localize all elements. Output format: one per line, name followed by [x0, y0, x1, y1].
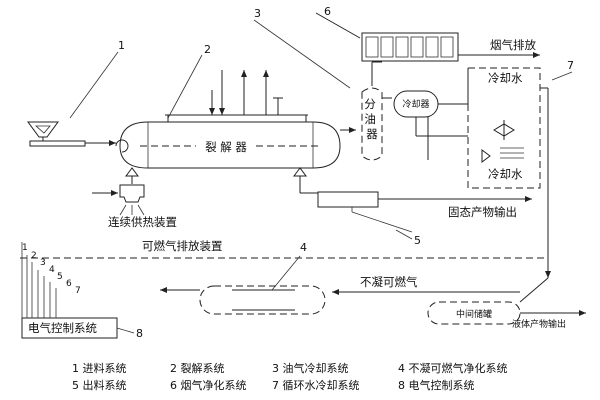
wire-number-2: 2	[31, 251, 37, 261]
cooling-water-bottom-label: 冷却水	[488, 167, 523, 181]
wire-number-3: 3	[40, 258, 46, 268]
legend-item-6: 6 烟气净化系统	[170, 378, 247, 392]
intermediate-tank-label: 中间储罐	[456, 308, 492, 320]
callout-7: 7	[567, 59, 574, 72]
condenser	[393, 68, 469, 160]
separator-char-1: 分	[364, 97, 376, 111]
solid-discharge-unit	[299, 176, 532, 233]
wire-number-6: 6	[66, 279, 72, 289]
wire-number-4: 4	[49, 265, 55, 275]
callout-5: 5	[414, 234, 421, 247]
liquid-output-label: 液体产物输出	[512, 318, 566, 330]
noncondensable-gas-label: 不凝可燃气	[360, 275, 418, 289]
legend-item-7: 7 循环水冷却系统	[272, 379, 360, 392]
cooling-water-system	[467, 67, 573, 278]
callout-1: 1	[118, 39, 125, 52]
callout-2: 2	[204, 43, 211, 56]
pyrolysis-reactor	[115, 70, 341, 177]
legend-item-1: 1 进料系统	[72, 361, 127, 375]
legend-item-8: 8 电气控制系统	[398, 378, 475, 392]
wire-number-5: 5	[57, 272, 63, 282]
control-wire-numbers: 1 2 3 4 5 6 7	[22, 243, 81, 296]
oil-separator	[340, 61, 392, 161]
legend-item-3: 3 油气冷却系统	[272, 361, 349, 375]
separator-char-2: 油	[364, 112, 376, 126]
cooling-water-top-label: 冷却水	[488, 71, 523, 85]
legend-item-5: 5 出料系统	[72, 378, 127, 392]
condenser-label: 冷却器	[402, 98, 429, 110]
callout-leaders	[69, 19, 413, 240]
legend-item-2: 2 裂解系统	[170, 361, 225, 375]
wire-number-7: 7	[75, 286, 81, 296]
reactor-label: 裂 解 器	[205, 140, 247, 154]
callout-numbers: 1 2 3 4 5 6 7 8	[118, 5, 574, 340]
separator-char-3: 器	[366, 127, 378, 141]
combustible-exhaust-label: 可燃气排放装置	[142, 239, 223, 253]
continuous-heating-label: 连续供热装置	[108, 215, 177, 229]
callout-6: 6	[324, 5, 331, 18]
callout-8: 8	[136, 327, 143, 340]
intermediate-tank	[427, 277, 586, 325]
flue-gas-purifier	[315, 12, 540, 62]
solid-output-label: 固态产物输出	[448, 205, 517, 219]
legend-item-4: 4 不凝可燃气净化系统	[398, 361, 508, 375]
callout-4: 4	[300, 241, 307, 254]
continuous-heating-unit	[92, 176, 145, 216]
control-system-label: 电气控制系统	[28, 321, 97, 335]
callout-3: 3	[254, 7, 261, 20]
wire-number-1: 1	[22, 243, 28, 253]
separator-label: 分 油 器	[364, 97, 379, 141]
legend: 1 进料系统 2 裂解系统 3 油气冷却系统 4 不凝可燃气净化系统 5 出料系…	[72, 361, 508, 392]
electrical-control-system	[21, 242, 135, 339]
feeder-hopper	[27, 121, 116, 147]
noncondensable-gas-purifier	[160, 255, 520, 315]
flue-gas-label: 烟气排放	[490, 38, 536, 52]
